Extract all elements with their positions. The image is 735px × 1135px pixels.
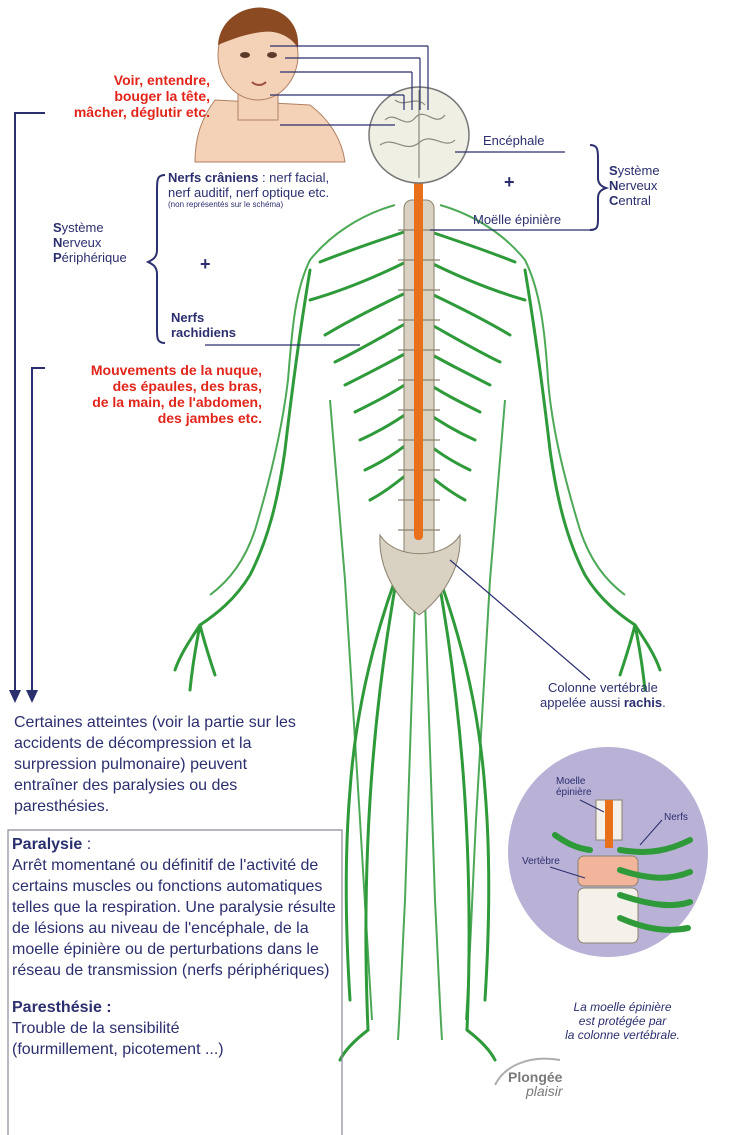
snp-label: Système Nerveux Périphérique	[53, 220, 127, 265]
snp-brace	[148, 175, 165, 343]
head-functions-line: mâcher, déglutir etc.	[10, 104, 210, 120]
inset-moelle-label: Moelle épinière	[556, 776, 592, 798]
watermark-text: Plongée plaisir	[508, 1070, 563, 1098]
watermark-line-2: plaisir	[526, 1084, 563, 1098]
snc-label: Système Nerveux Central	[609, 163, 660, 208]
inset-caption-line: La moelle épinière	[540, 1000, 705, 1014]
head-functions-line: Voir, entendre,	[10, 72, 210, 88]
snc-brace	[590, 145, 606, 230]
colonne-line-2-bold: rachis	[624, 695, 662, 710]
inset-vertebre-label: Vertèbre	[522, 856, 560, 867]
inset-moelle-line: épinière	[556, 787, 592, 798]
paralysie-colon: :	[82, 836, 91, 853]
spinal-cord	[414, 170, 423, 540]
snc-line-3: entral	[618, 193, 651, 208]
nerfs-rachidiens-line: Nerfs	[171, 310, 236, 325]
snp-plus: +	[200, 254, 211, 275]
snc-line: Central	[609, 193, 660, 208]
inset-nerfs-label: Nerfs	[664, 812, 688, 823]
inset-caption-line: est protégée par	[540, 1014, 705, 1028]
encephale-label: Encéphale	[483, 133, 544, 148]
snc-plus: +	[504, 172, 515, 193]
inset-caption: La moelle épinière est protégée par la c…	[540, 1000, 705, 1042]
snc-line-2: erveux	[618, 178, 657, 193]
nerfs-rachidiens-label: Nerfs rachidiens	[171, 310, 236, 340]
head-functions-line: bouger la tête,	[10, 88, 210, 104]
intro-paragraph: Certaines atteintes (voir la partie sur …	[14, 712, 314, 817]
body-functions-line: de la main, de l'abdomen,	[22, 394, 262, 410]
body-functions-line: des épaules, des bras,	[22, 378, 262, 394]
nerfs-craniens-rest: : nerf facial,	[258, 170, 329, 185]
head-functions-label: Voir, entendre, bouger la tête, mâcher, …	[10, 72, 210, 120]
nerfs-craniens-note: (non représentés sur le schéma)	[168, 200, 388, 210]
colonne-vertebrale-label: Colonne vertébrale appelée aussi rachis.	[540, 680, 666, 710]
snp-line-1: ystème	[62, 220, 104, 235]
paresthesie-title: Paresthésie :	[12, 997, 337, 1018]
colonne-line-2-suffix: .	[662, 695, 666, 710]
paresthesie-text: Trouble de la sensibilité (fourmillement…	[12, 1018, 282, 1060]
snc-line: Nerveux	[609, 178, 660, 193]
snp-line-2: erveux	[62, 235, 101, 250]
inset-moelle-line: Moelle	[556, 776, 592, 787]
nerfs-craniens-title: Nerfs crâniens	[168, 170, 258, 185]
inset-caption-line: la colonne vertébrale.	[540, 1028, 705, 1042]
colonne-line-2-prefix: appelée aussi	[540, 695, 624, 710]
paralysie-title: Paralysie	[12, 836, 82, 853]
body-functions-label: Mouvements de la nuque, des épaules, des…	[22, 362, 262, 426]
nerfs-rachidiens-line: rachidiens	[171, 325, 236, 340]
body-functions-line: Mouvements de la nuque,	[22, 362, 262, 378]
head-portrait	[195, 7, 345, 162]
watermark-line-1: Plongée	[508, 1070, 563, 1084]
colonne-line-1: Colonne vertébrale	[540, 680, 666, 695]
snc-line-1: ystème	[618, 163, 660, 178]
moelle-epiniere-label: Moëlle épinière	[473, 212, 561, 227]
nerfs-craniens-line2: nerf auditif, nerf optique etc.	[168, 185, 388, 200]
brain	[369, 87, 469, 183]
snc-line: Système	[609, 163, 660, 178]
spine-inset	[508, 747, 708, 957]
snp-line-3: ériphérique	[62, 250, 127, 265]
body-functions-line: des jambes etc.	[22, 410, 262, 426]
nerfs-craniens-label: Nerfs crâniens : nerf facial, nerf audit…	[168, 170, 388, 210]
definitions-box: Paralysie : Arrêt momentané ou définitif…	[12, 834, 337, 1060]
paralysie-text: Arrêt momentané ou définitif de l'activi…	[12, 855, 337, 981]
